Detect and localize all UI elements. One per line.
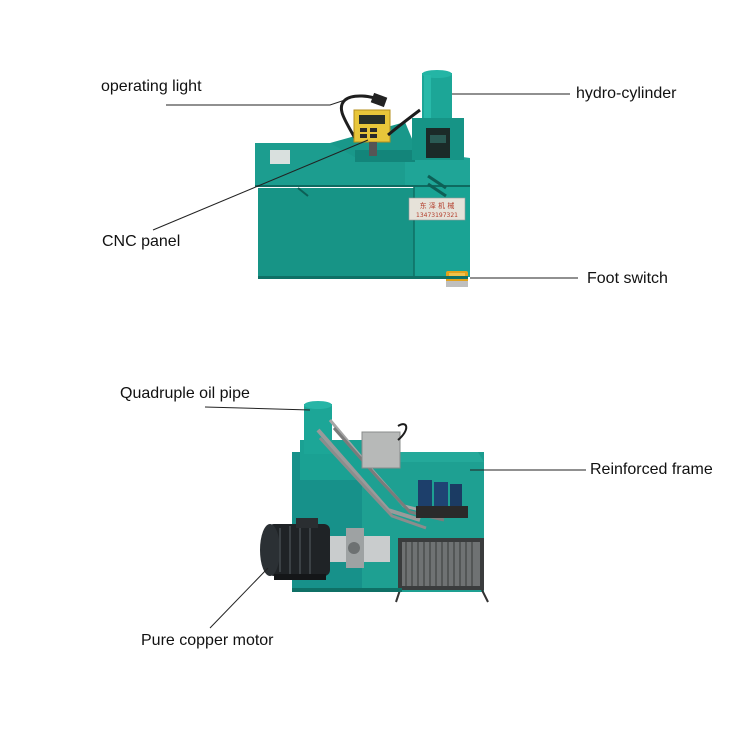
machine-rear-view	[260, 401, 489, 603]
cabinet-left-shadow	[258, 188, 414, 276]
nameplate-text-2: 13473197321	[416, 212, 458, 219]
quadruple-oil-pipe	[316, 428, 421, 522]
label-copper-motor: Pure copper motor	[141, 632, 274, 649]
callout-line-copper-motor	[209, 567, 269, 629]
label-reinforced-frame: Reinforced frame	[590, 461, 713, 478]
callout-line-oil-pipe	[204, 406, 311, 411]
machine-front-view: 东 泽 机 械 13473197321	[255, 70, 470, 287]
label-foot-switch: Foot switch	[587, 270, 668, 287]
electric-box	[361, 431, 401, 469]
callout-line-operating-light	[166, 99, 346, 106]
tray-sticker	[270, 150, 290, 164]
label-oil-pipe: Quadruple oil pipe	[120, 385, 250, 402]
oil-radiator	[395, 538, 489, 603]
callout-line-cnc-panel	[152, 139, 369, 231]
copper-motor	[260, 518, 330, 580]
hydraulic-valves	[416, 480, 468, 518]
nameplate-text-1: 东 泽 机 械	[420, 201, 455, 210]
machine-nameplate	[408, 197, 466, 221]
callout-lines	[152, 93, 586, 629]
label-cnc-panel: CNC panel	[102, 233, 181, 250]
label-hydro-cylinder: hydro-cylinder	[576, 85, 677, 102]
label-operating-light: operating light	[101, 78, 202, 95]
